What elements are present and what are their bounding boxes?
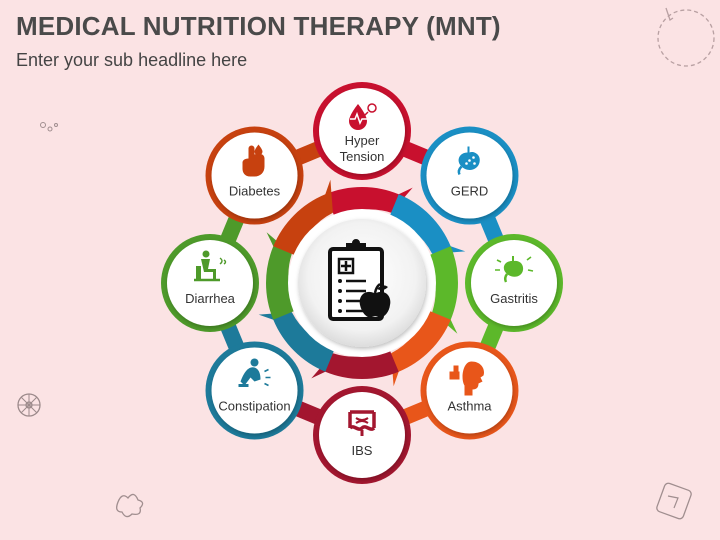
node-label-gastritis: Gastritis — [490, 291, 538, 306]
center-hub — [258, 179, 466, 387]
hub-segment-gastritis — [426, 246, 458, 334]
node-disc-gastritis — [471, 240, 557, 326]
node-disc-hypertension — [319, 88, 405, 174]
hub-segment-diabetes — [273, 179, 333, 257]
decorative-circle-icon — [657, 7, 715, 67]
node-label-ibs: IBS — [352, 443, 373, 458]
decorative-card-icon — [656, 482, 692, 520]
node-diabetes: Diabetes — [205, 126, 304, 225]
hub-segment-gerd — [388, 194, 466, 254]
hub-segment-ibs — [311, 347, 399, 379]
node-disc-constipation — [211, 347, 298, 434]
blood-drop-icon — [349, 103, 377, 130]
node-label-diabetes: Diabetes — [229, 184, 281, 199]
stomach-icon — [457, 146, 480, 176]
node-ibs: IBS — [313, 386, 411, 484]
node-disc-gerd — [426, 132, 513, 219]
node-asthma: Asthma — [420, 341, 519, 440]
node-constipation: Constipation — [205, 341, 304, 440]
page-title: MEDICAL NUTRITION THERAPY (MNT) — [16, 11, 501, 41]
hub-segment-diarrhea — [266, 232, 298, 320]
clipboard-apple-icon — [328, 239, 391, 321]
node-label-diarrhea: Diarrhea — [185, 291, 236, 306]
hub-segment-asthma — [391, 309, 451, 387]
decorative-dots-icon — [40, 122, 58, 132]
node-gerd: GERD — [420, 126, 519, 225]
decorative-wheel-icon — [17, 393, 41, 417]
finger-prick-icon — [242, 144, 265, 177]
node-gastritis: Gastritis — [465, 234, 563, 332]
node-disc-diarrhea — [167, 240, 253, 326]
hub-segment-constipation — [258, 312, 336, 372]
hub-segment-hypertension — [325, 187, 413, 219]
intestine-icon — [348, 410, 376, 436]
abdominal-pain-icon — [238, 358, 271, 387]
node-label-hypertension: Hyper — [345, 133, 380, 148]
node-label-asthma: Asthma — [447, 399, 492, 414]
page-subtitle: Enter your sub headline here — [16, 50, 248, 70]
decorative-sketch-icon — [116, 493, 144, 518]
node-label-gerd: GERD — [451, 184, 489, 199]
inhaler-icon — [449, 361, 484, 396]
node-label-constipation: Constipation — [218, 399, 290, 414]
node-diarrhea: Diarrhea — [161, 234, 259, 332]
inflamed-stomach-icon — [495, 256, 534, 283]
node-label-hypertension: Tension — [340, 149, 385, 164]
toilet-person-icon — [194, 250, 227, 282]
